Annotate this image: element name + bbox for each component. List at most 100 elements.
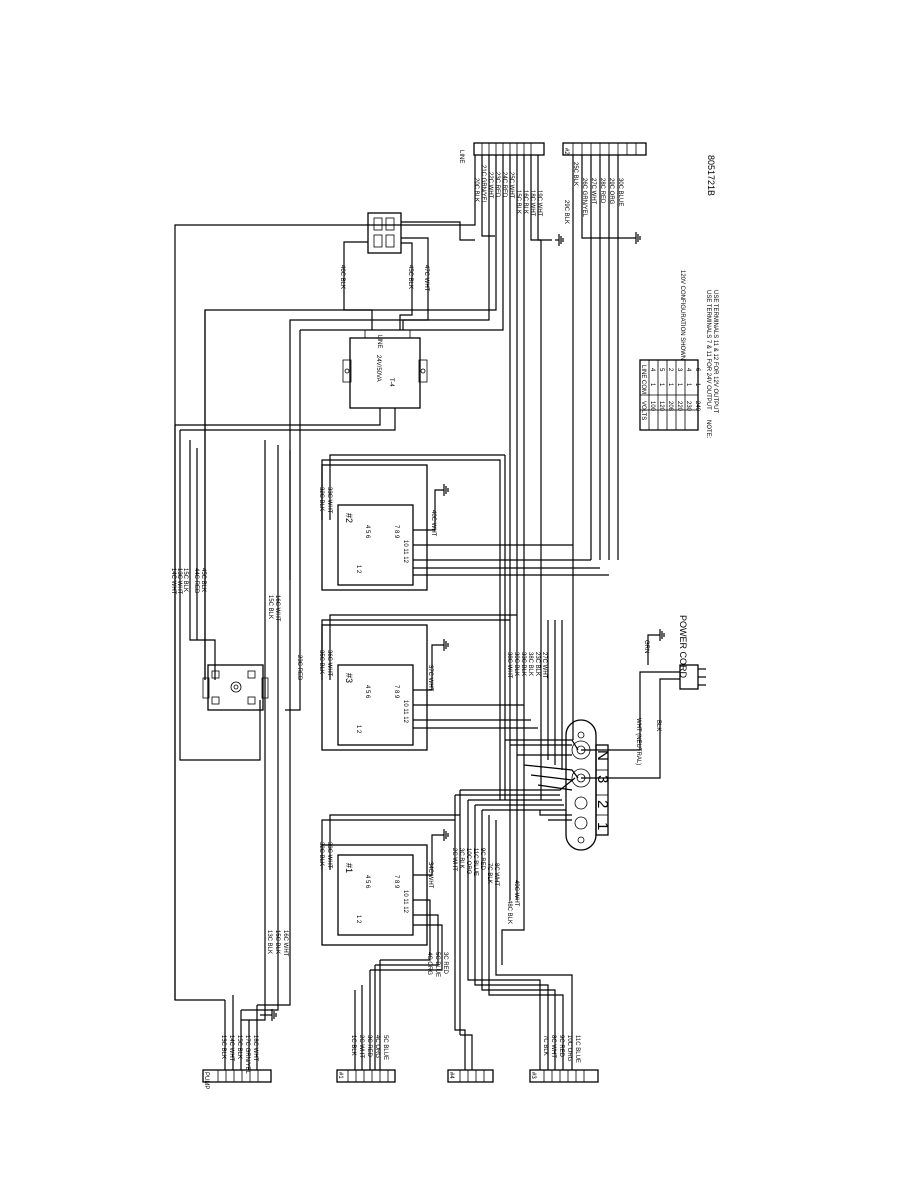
- wire-label: 24C RED: [501, 172, 507, 198]
- mid-bundle-label: 16C WHT: [274, 595, 280, 622]
- controller-3-title: #3: [344, 673, 354, 683]
- lower-bundle-label: 3C BLK: [458, 848, 464, 869]
- table-cell: 1: [694, 383, 700, 387]
- upper-bundle-label: 44C RED: [193, 568, 199, 594]
- table-cell: 100: [649, 401, 655, 412]
- relay: [343, 212, 475, 300]
- connector-2-wire: 27C WHT: [590, 178, 596, 205]
- controller-row: 4 5 6: [364, 525, 370, 539]
- upper-bundle-label: 15C BLK: [182, 568, 188, 592]
- line-connector-title: LINE: [458, 150, 464, 163]
- connector-3-wire: 10C ORG: [566, 1035, 572, 1062]
- controller-row: 7 8 9: [393, 685, 399, 699]
- connector-2-wire: 29C ORG: [608, 178, 614, 205]
- lower-bundle-label: 8C WHT: [493, 863, 499, 886]
- connector-1-wire: 1C BLK: [350, 1035, 356, 1056]
- line-wire-labels: 20C BLK 21C GRN/YEL 22C WHT 23C RED 24C …: [473, 165, 542, 217]
- controller-1-wire: 33C WHT: [326, 842, 332, 869]
- relay-wire-label: 46C BLK: [339, 265, 345, 289]
- table-cell: 2: [667, 368, 673, 372]
- power-cord-wire: GRN: [643, 640, 649, 653]
- pump-motor: [202, 664, 269, 711]
- wire-label: 15C BLK: [515, 190, 521, 214]
- table-header-volts: VOLTS: [640, 401, 646, 420]
- table-cell: 1: [667, 383, 673, 387]
- controller-row: 10 11 12: [402, 540, 408, 564]
- right-bundle-label: 38C BLK: [527, 652, 533, 676]
- transformer-t4: [175, 300, 429, 431]
- connector-3-wire: 8C WHT: [550, 1035, 556, 1058]
- controller-3-wire: 36C WHT: [326, 650, 332, 677]
- table-header-line: LINE: [640, 365, 646, 378]
- connector-1-wire: 5C BLUE: [382, 1035, 388, 1060]
- pump-lower-label: 16C WHT: [282, 930, 288, 957]
- mid-bundle: [264, 330, 301, 1000]
- wire-label: 22C WHT: [487, 172, 493, 199]
- connector-1-wire: 3C RED: [366, 1035, 372, 1058]
- connector-2-wire: 26C GRN/YEL: [581, 178, 587, 218]
- controller-row: 10 11 12: [402, 700, 408, 724]
- table-cell: 1: [658, 383, 664, 387]
- upper-bundle-label: 45C BLK: [200, 568, 206, 592]
- right-bundle-label: 39C BLK: [513, 652, 519, 676]
- table-cell: 5: [658, 368, 664, 372]
- table-cell: 220: [676, 401, 682, 412]
- connector-2-title: #2: [563, 148, 569, 155]
- mid-red-label: 23C RED: [296, 655, 302, 681]
- upper-bundle-label: 13C WHT: [176, 568, 182, 595]
- drawing-number: 8051721B: [706, 155, 716, 196]
- right-bundle-label: 33C BLK: [520, 652, 526, 676]
- lower-bundle-label: 11C BLUE: [472, 848, 478, 876]
- controller-1-wire: 32C BLK: [318, 842, 324, 866]
- c1-bottom-label: 5C BLUE: [434, 952, 440, 977]
- far-wire-label: 49C WHT: [513, 880, 519, 907]
- config-caption: 120V CONFIGURATION SHOWN: [679, 270, 685, 360]
- controller-row: 1 2: [355, 725, 361, 734]
- table-cell: 120: [658, 401, 664, 412]
- lower-bundle-label: 2C WHT: [451, 848, 457, 871]
- wire-label: 19C WHT: [536, 190, 542, 217]
- connector-2-wire: 25C BLK: [572, 162, 578, 186]
- table-cell: 1: [676, 383, 682, 387]
- bottom-wires: [224, 960, 573, 1070]
- config-table: VOLTS COM LINE 100 1 4 120 1 5 208 1 2 2…: [639, 359, 700, 431]
- table-cell: 208: [667, 401, 673, 412]
- far-wire-label: 48C BLK: [506, 900, 512, 924]
- terminal-mark: N: [594, 750, 611, 761]
- c1-bottom-label: 3C RED: [442, 952, 448, 975]
- right-bundle-label: 27C WHT: [541, 652, 547, 679]
- controller-2: #2 1 2 4 5 6 7 8 9 10 11 12: [321, 454, 609, 800]
- table-cell: 4: [649, 368, 655, 372]
- controller-row: 1 2: [355, 915, 361, 924]
- controller-row: 4 5 6: [364, 875, 370, 889]
- controller-3: #3 1 2 4 5 6 7 8 9 10 11 12: [321, 614, 538, 751]
- pump-wire: 18C WHT: [252, 1035, 258, 1062]
- right-bundle-label: 38C WHT: [506, 652, 512, 679]
- connector-3-title: #3: [530, 1072, 536, 1079]
- lower-bundle-label: 9C RED: [479, 848, 485, 871]
- controller-2-title: #2: [344, 513, 354, 523]
- table-cell: 230: [685, 401, 691, 412]
- controller-row: 7 8 9: [393, 875, 399, 889]
- note-title: NOTE:: [705, 420, 711, 439]
- power-cord-label: POWER CORD: [678, 615, 688, 679]
- pump-wire: 17C GRN/YEL: [244, 1035, 250, 1075]
- mid-bundle-label: 15C BLK: [267, 595, 273, 619]
- terminal-mark: 2: [594, 800, 611, 808]
- connector-2-wire: 30C BLUE: [617, 178, 623, 206]
- upper-bundle-label: 14C WHT: [170, 568, 176, 595]
- table-cell: 4: [685, 368, 691, 372]
- connector-4: #4: [447, 1069, 494, 1083]
- lower-bundle-label: 7C BLK: [486, 863, 492, 884]
- connector-2-wire: 28C RED: [599, 178, 605, 204]
- controller-2-wire: 33C WHT: [326, 487, 332, 514]
- wire-label: 23C RED: [494, 172, 500, 198]
- connector-1-title: #1: [337, 1072, 343, 1079]
- connector-1-wire: 4C ORG: [374, 1035, 380, 1058]
- transformer-rating: 24V/50VA: [375, 355, 381, 382]
- controller-2-wire: 32C BLK: [318, 487, 324, 511]
- note-line: USE TERMINALS 11 & 12 FOR 12V OUTPUT: [712, 290, 718, 413]
- terminal-mark: 1: [594, 822, 611, 830]
- controller-row: 1 2: [355, 565, 361, 574]
